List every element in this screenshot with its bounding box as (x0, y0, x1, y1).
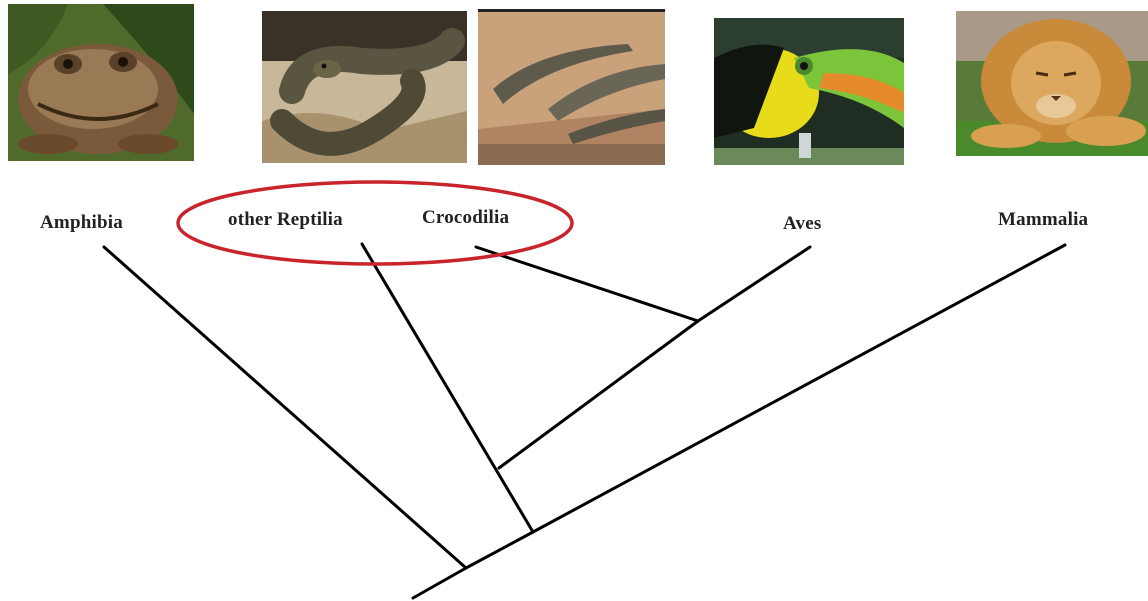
label-amphibia: Amphibia (40, 212, 123, 234)
root-stem (413, 568, 466, 598)
branch-crocodilia (476, 247, 698, 321)
branch-aves (698, 247, 810, 321)
branch-other-reptilia (362, 244, 533, 532)
label-crocodilia: Crocodilia (422, 207, 509, 229)
label-aves: Aves (783, 213, 821, 235)
label-other-reptilia: other Reptilia (228, 209, 343, 231)
branch-archosaur (499, 321, 698, 468)
branch-mammalia (533, 245, 1065, 532)
branch-amphibia (104, 247, 466, 568)
branch-amniote (466, 532, 533, 568)
label-mammalia: Mammalia (998, 209, 1088, 231)
